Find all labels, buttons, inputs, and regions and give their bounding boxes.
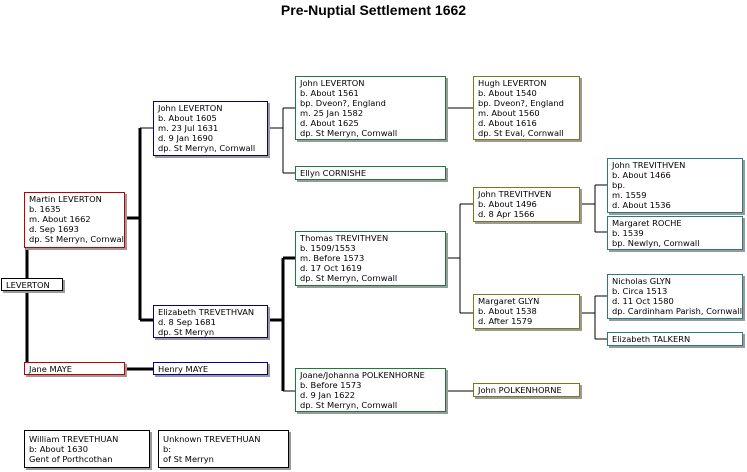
person-detail: m. 23 Jul 1631 (158, 123, 219, 133)
person-detail: d. 8 Apr 1566 (478, 209, 535, 219)
person-name: Hugh LEVERTON (478, 78, 547, 88)
person-detail: of St Merryn (163, 454, 214, 464)
person-detail: d. About 1616 (478, 118, 537, 128)
person-detail: b. About 1540 (478, 88, 537, 98)
person-detail: d. 11 Oct 1580 (612, 296, 674, 306)
person-name: Elizabeth TALKERN (612, 334, 691, 344)
person-name: John POLKENHORNE (478, 385, 562, 395)
person-box-ellyn-cornishe[interactable]: Ellyn CORNISHE (295, 166, 446, 180)
person-detail: b. About 1496 (478, 199, 537, 209)
person-name: Unknown TREVETHUAN (163, 434, 261, 444)
person-name: Henry MAYE (158, 364, 209, 374)
person-detail: dp. Cardinham Parish, Cornwall (612, 306, 743, 316)
person-detail: d. About 1625 (300, 118, 359, 128)
person-detail: b: (163, 444, 172, 454)
person-detail: b. 1635 (29, 204, 61, 214)
person-name: William TREVETHUAN (29, 434, 119, 444)
person-detail: b. About 1605 (158, 113, 217, 123)
person-detail: b. 1509/1553 (300, 243, 356, 253)
person-detail: bp. (612, 180, 626, 190)
person-name: Nicholas GLYN (612, 276, 671, 286)
person-detail: dp. St Merryn, Cornwall (300, 400, 398, 410)
person-detail: dp. St Merryn, Cornwall (29, 234, 125, 244)
person-detail: bp. Dveon?, England (300, 98, 386, 108)
person-name: Margaret GLYN (478, 296, 540, 306)
person-detail: dp. St Merryn, Cornwall (300, 128, 398, 138)
person-name: John LEVERTON (300, 78, 365, 88)
person-detail: bp. Dveon?, England (478, 98, 564, 108)
person-detail: m. About 1662 (29, 214, 91, 224)
person-name: John TREVITHVEN (478, 189, 552, 199)
person-detail: b. About 1538 (478, 306, 537, 316)
person-box-elizabeth-talkern[interactable]: Elizabeth TALKERN (607, 332, 743, 346)
person-detail: m. Before 1573 (300, 253, 365, 263)
person-detail: b: About 1630 (29, 444, 88, 454)
page-title: Pre-Nuptial Settlement 1662 (280, 2, 467, 18)
person-name: John LEVERTON (158, 103, 223, 113)
person-detail: b. Circa 1513 (612, 286, 668, 296)
person-detail: d. About 1536 (612, 200, 671, 210)
person-detail: dp. St Merryn (158, 327, 215, 337)
person-name: John TREVITHVEN (612, 160, 686, 170)
person-name: Margaret ROCHE (612, 218, 682, 228)
person-detail: b. About 1466 (612, 170, 671, 180)
person-detail: b. 1539 (612, 228, 644, 238)
person-detail: bp. Newlyn, Cornwall (612, 238, 700, 248)
person-name: Martin LEVERTON (29, 194, 102, 204)
person-detail: m. About 1560 (478, 108, 540, 118)
person-detail: b. About 1561 (300, 88, 359, 98)
person-box-john-polkenhorne[interactable]: John POLKENHORNE (473, 383, 580, 397)
person-detail: d. 17 Oct 1619 (300, 263, 362, 273)
person-detail: dp. St Merryn, Cornwall (158, 143, 256, 153)
person-name: Elizabeth TREVETHVAN (158, 307, 255, 317)
person-detail: dp. St Merryn, Cornwall (300, 273, 398, 283)
person-box-leverton[interactable]: LEVERTON (1, 278, 63, 291)
person-detail: d. Sep 1693 (29, 224, 79, 234)
person-detail: b. Before 1573 (300, 380, 362, 390)
person-name: Ellyn CORNISHE (300, 168, 367, 178)
person-detail: Gent of Porthcothan (29, 454, 113, 464)
person-detail: d. 9 Jan 1622 (300, 390, 355, 400)
person-name: Joane/Johanna POLKENHORNE (300, 370, 425, 380)
person-detail: dp. St Eval, Cornwall (478, 128, 564, 138)
person-detail: d. After 1579 (478, 316, 533, 326)
person-name: LEVERTON (6, 280, 50, 290)
person-detail: d. 8 Sep 1681 (158, 317, 216, 327)
person-box-jane-maye[interactable]: Jane MAYE (24, 362, 125, 375)
person-detail: m. 1559 (612, 190, 647, 200)
person-name: Thomas TREVITHVEN (300, 233, 389, 243)
person-name: Jane MAYE (29, 364, 73, 374)
person-box-henry-maye[interactable]: Henry MAYE (153, 362, 268, 375)
person-detail: d. 9 Jan 1690 (158, 133, 213, 143)
person-detail: m. 25 Jan 1582 (300, 108, 364, 118)
